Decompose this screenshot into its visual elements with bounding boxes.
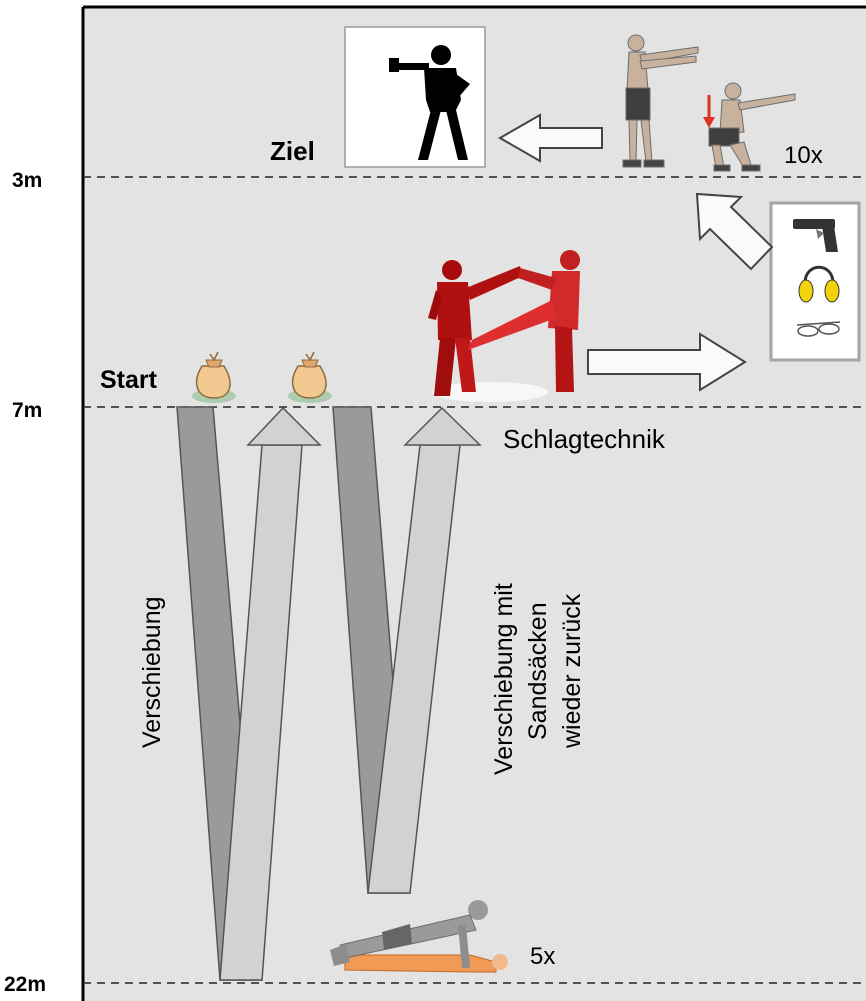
shift-label-left: Verschiebung <box>138 596 166 748</box>
start-label: Start <box>100 366 158 394</box>
squat-count-label: 10x <box>784 142 823 169</box>
sandbag-icon <box>192 351 236 403</box>
shift-label-right-line1: Verschiebung mit <box>490 583 518 775</box>
standing-figure-icon <box>622 34 699 168</box>
route-left-loop <box>176 406 322 981</box>
route-right-loop <box>332 406 482 894</box>
pushup-count-label: 5x <box>530 943 555 970</box>
arrow-to-equipment <box>587 332 747 392</box>
distance-label-22m: 22m <box>4 973 46 996</box>
ear-protection-icon <box>798 265 840 303</box>
equipment-box <box>769 201 861 362</box>
distance-label-3m: 3m <box>12 169 42 192</box>
shift-label-right-line3: wieder zurück <box>558 593 586 749</box>
fighters-icon <box>428 250 580 402</box>
shooter-target-icon <box>344 26 486 168</box>
arrow-to-target <box>497 113 603 163</box>
goal-label: Ziel <box>270 136 315 166</box>
strike-technique-label: Schlagtechnik <box>503 424 666 454</box>
shift-label-right-line2: Sandsäcken <box>524 602 552 740</box>
distance-label-7m: 7m <box>12 399 42 422</box>
arrow-to-squat <box>695 192 774 271</box>
pistol-icon <box>793 219 838 252</box>
down-arrow-icon <box>703 95 715 128</box>
sandbag-icon <box>288 351 332 403</box>
safety-glasses-icon <box>796 321 841 337</box>
pushup-figure-icon <box>330 900 508 973</box>
squat-figure-icon <box>708 82 796 172</box>
